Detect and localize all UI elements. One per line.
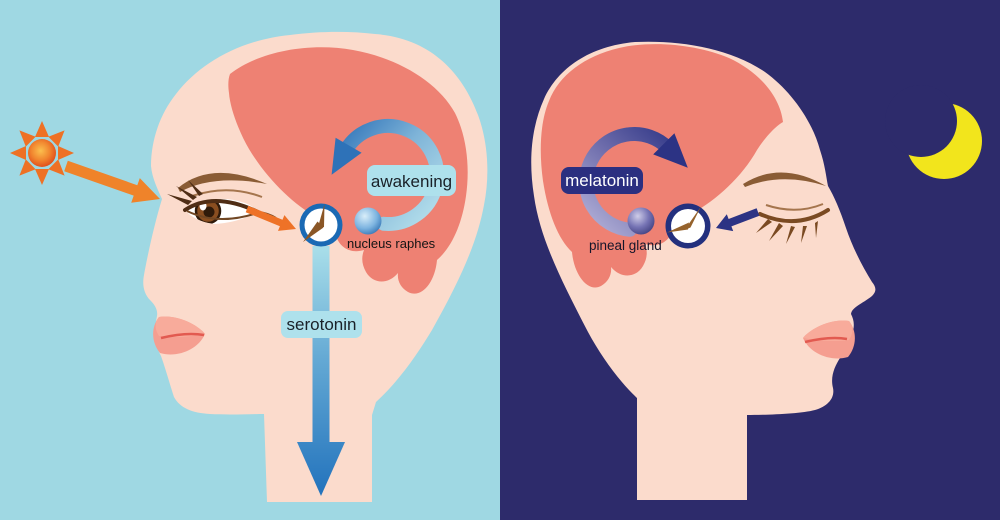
awakening-label: awakening bbox=[371, 172, 452, 191]
day-clock-minute-hand bbox=[318, 204, 325, 227]
pineal-gland-label: pineal gland bbox=[589, 238, 662, 253]
night-eyelash bbox=[801, 226, 807, 243]
serotonin-label-pill bbox=[281, 311, 362, 338]
awakening-label-pill bbox=[367, 165, 456, 196]
serotonin-label: serotonin bbox=[287, 315, 357, 334]
night-cycle-arrow bbox=[579, 127, 675, 237]
melatonin-label: melatonin bbox=[565, 171, 639, 190]
sun-ray bbox=[48, 130, 65, 147]
night-lips bbox=[803, 320, 855, 359]
eye-to-clock-arrow bbox=[245, 205, 296, 231]
serotonin-flow-arrowhead-icon bbox=[297, 442, 345, 496]
day-eyelash bbox=[188, 180, 203, 196]
sun-icon bbox=[10, 121, 74, 185]
day-clock-hour-hand bbox=[303, 221, 324, 242]
sun-core bbox=[28, 139, 56, 167]
night-closed-eyelid bbox=[758, 208, 830, 224]
sun-ray bbox=[10, 146, 26, 160]
night-brain-shape bbox=[540, 44, 783, 288]
moon-shadow bbox=[885, 85, 957, 157]
sun-ray bbox=[35, 169, 49, 185]
moon-icon bbox=[885, 85, 982, 179]
night-panel: melatonin pineal gland bbox=[500, 0, 1000, 520]
day-eyelash bbox=[176, 186, 197, 200]
night-eye-icon bbox=[743, 172, 830, 244]
night-upper-lip bbox=[803, 320, 853, 342]
day-lip-seam bbox=[160, 332, 205, 340]
sun-ray bbox=[19, 159, 36, 176]
day-upper-lip bbox=[155, 316, 205, 338]
night-eyelid-crease bbox=[765, 203, 824, 211]
night-clock-hour-hand bbox=[667, 222, 689, 233]
nucleus-raphes-dot-icon bbox=[354, 207, 382, 235]
night-clock-icon bbox=[665, 203, 711, 249]
day-lower-lid bbox=[186, 210, 258, 221]
day-lips bbox=[153, 316, 205, 355]
nucleus-raphes-label: nucleus raphes bbox=[347, 236, 436, 251]
night-eyelash bbox=[756, 219, 772, 233]
night-lip-seam bbox=[804, 336, 848, 344]
day-eyebrow bbox=[178, 172, 267, 192]
sun-ray bbox=[58, 146, 74, 160]
day-cycle-arrowhead-icon bbox=[331, 137, 362, 175]
night-eyelash bbox=[769, 223, 783, 241]
night-eyelash bbox=[815, 221, 818, 238]
day-eyelash bbox=[167, 194, 192, 205]
melatonin-label-pill bbox=[561, 167, 643, 194]
night-eyebrow bbox=[743, 172, 826, 187]
sun-ray bbox=[48, 159, 65, 176]
day-panel: serotonin awakening nucleus raphes bbox=[0, 0, 500, 520]
day-eye-icon bbox=[167, 172, 277, 224]
night-eyelash bbox=[786, 226, 795, 244]
eye-to-pineal-arrow bbox=[716, 208, 760, 232]
sun-ray bbox=[19, 130, 36, 147]
night-cycle-arrowhead-icon bbox=[653, 133, 688, 168]
day-brain-shape bbox=[228, 47, 468, 294]
day-clock-icon bbox=[299, 203, 343, 247]
pineal-gland-dot-icon bbox=[627, 207, 655, 235]
day-cycle-arrow bbox=[338, 119, 445, 231]
sun-ray bbox=[35, 121, 49, 137]
serotonin-flow-arrow-shaft bbox=[312, 246, 330, 446]
sunlight-arrow bbox=[64, 160, 160, 203]
